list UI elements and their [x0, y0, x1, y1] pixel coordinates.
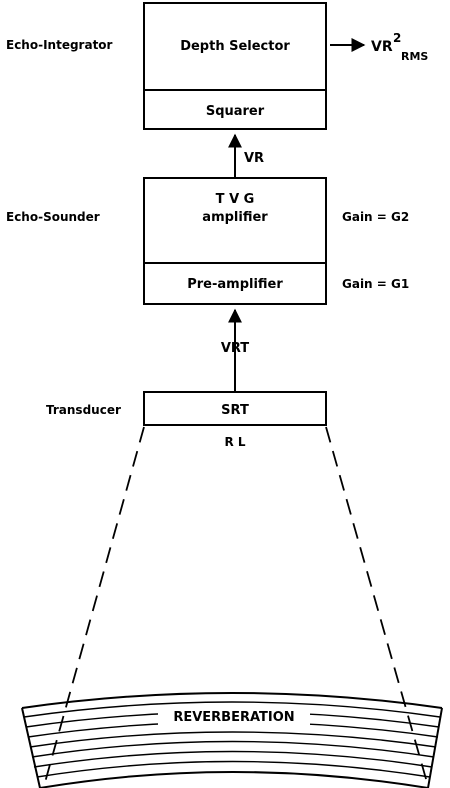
transducer-label: Transducer — [46, 403, 121, 417]
echo-sounder-label: Echo-Sounder — [6, 210, 100, 224]
output-rms-label: RMS — [401, 50, 428, 63]
srt-label: SRT — [221, 403, 249, 418]
depth-selector-label: Depth Selector — [180, 39, 290, 54]
reverberation-layer: REVERBERATION — [21, 692, 443, 788]
transducer-block — [143, 391, 327, 426]
vr-label: VR — [244, 151, 264, 166]
squarer-label: Squarer — [206, 104, 265, 119]
output-sup-label: 2 — [393, 31, 401, 45]
amplifier-label: amplifier — [202, 210, 268, 225]
gain1-label: Gain = G1 — [342, 277, 409, 291]
preamp-label: Pre-amplifier — [187, 277, 283, 292]
tvg-label: T V G — [216, 192, 255, 207]
beam-left-line — [43, 426, 145, 787]
vrt-label: VRT — [221, 341, 249, 356]
output-vr-label: VR — [371, 39, 393, 55]
echo-integrator-block — [143, 2, 327, 130]
gain2-label: Gain = G2 — [342, 210, 409, 224]
beam-right-line — [325, 426, 429, 787]
reverberation-label: REVERBERATION — [173, 710, 294, 725]
echo-integrator-label: Echo-Integrator — [6, 38, 113, 52]
echo-sounder-block — [143, 177, 327, 305]
rl-label: R L — [224, 435, 245, 449]
